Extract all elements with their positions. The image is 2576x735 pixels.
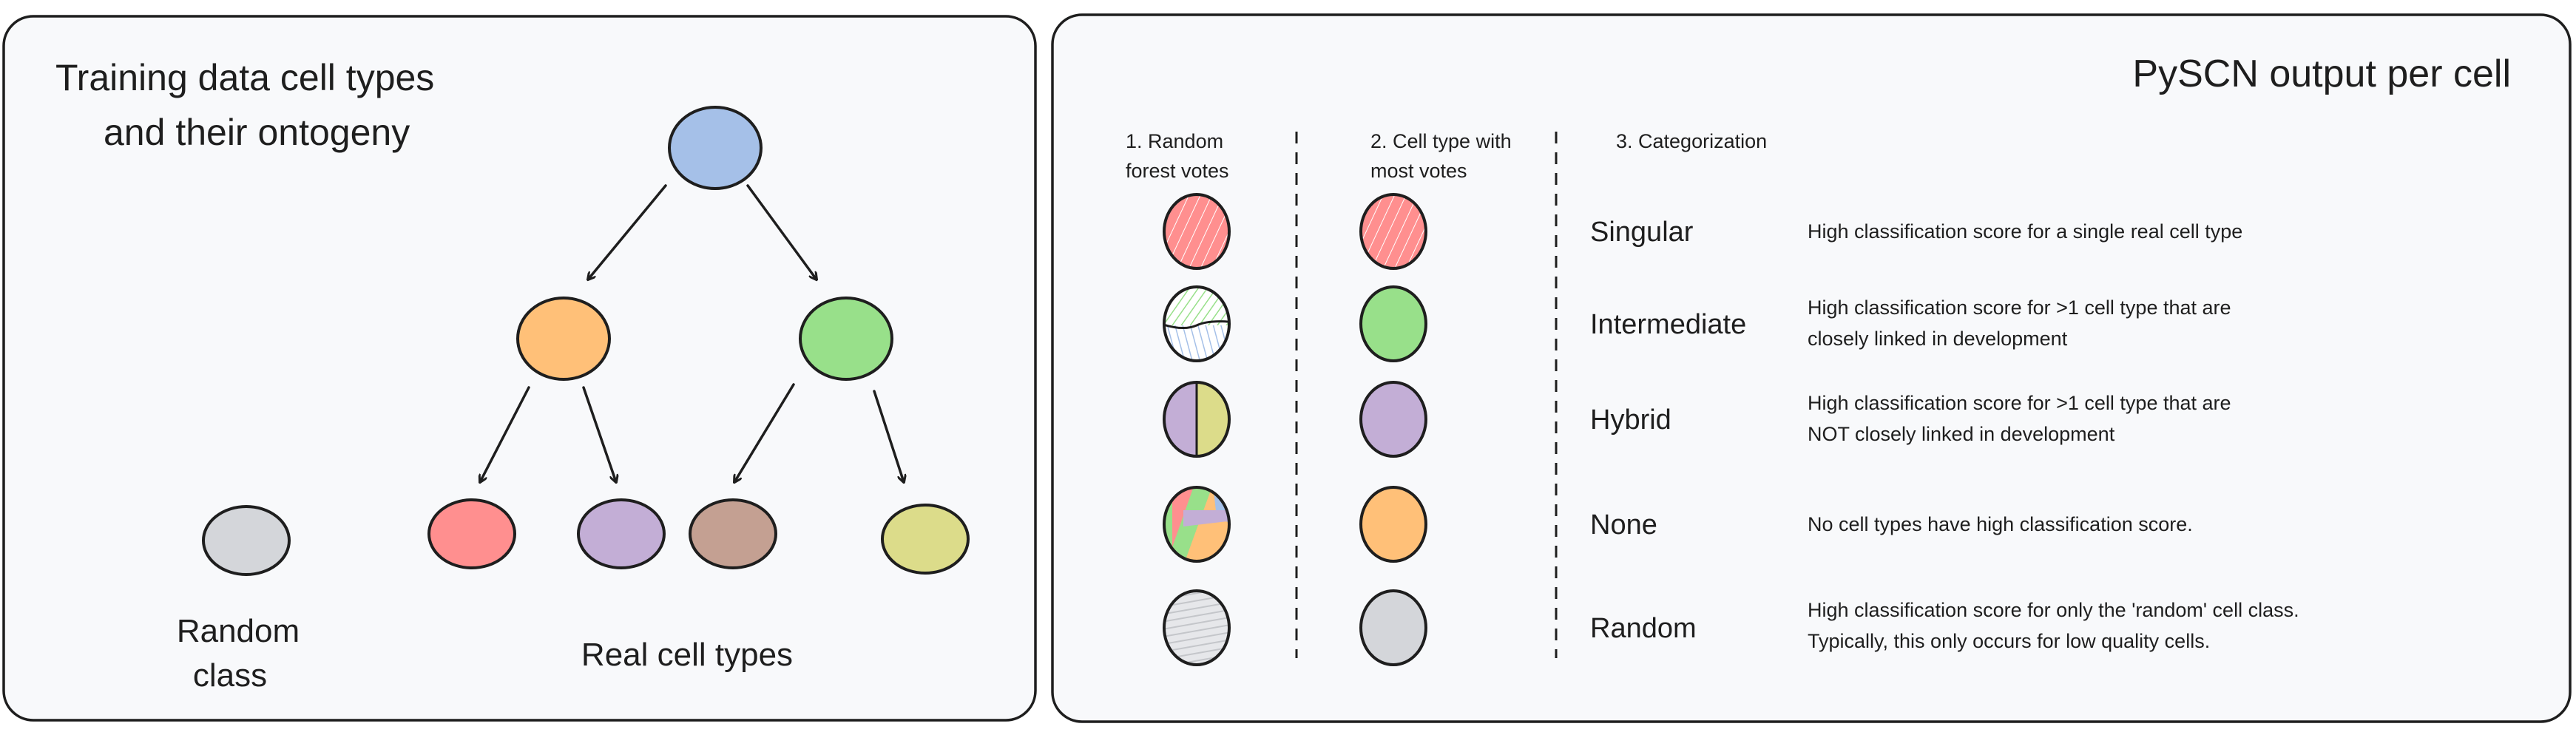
votes-cell-outline [1163,285,1231,362]
cell-orange [516,297,611,381]
result-cell-orange [1359,486,1427,563]
category-label: Random [1590,613,1697,644]
category-description-line2: Typically, this only occurs for low qual… [1808,630,2210,652]
col2-header-line2: most votes [1370,160,1467,182]
row-hybrid: Hybrid High classification score for >1 … [1163,381,2231,458]
root-cell-blue [668,106,763,190]
random-class-label-line2: class [193,657,267,694]
real-cell-types-label: Real cell types [581,637,793,673]
panel-frame [1051,13,2572,723]
category-description-line1: High classification score for >1 cell ty… [1808,297,2231,319]
arrow-orange-to-red [480,386,530,482]
category-label: Singular [1590,217,1694,248]
arrow-root-to-green [746,184,817,280]
cell-red [427,498,516,569]
cell-brown [689,498,777,569]
cell-yellow [881,504,970,575]
arrow-root-to-orange [588,184,667,280]
cell-purple [577,498,666,569]
pyscn-output-panel: PySCN output per cell 1. Random forest v… [1051,13,2572,723]
votes-cell-random [1163,589,1231,666]
panel-title-line2: and their ontogeny [104,112,410,153]
category-description-line1: High classification score for >1 cell ty… [1808,392,2231,414]
col2-header-line1: 2. Cell type with [1370,130,1512,152]
col3-header: 3. Categorization [1616,130,1767,152]
result-cell-red [1359,193,1427,270]
panel-title: PySCN output per cell [2132,52,2511,95]
category-description-line1: High classification score for only the '… [1808,599,2299,621]
votes-cell-outline [1163,486,1231,563]
votes-cell-singular [1163,193,1231,270]
category-description: High classification score for a single r… [1808,220,2242,243]
col1-header-line1: 1. Random [1126,130,1223,152]
panel-title-line1: Training data cell types [55,57,434,98]
ontogeny-tree [202,106,970,576]
cell-green [799,297,893,381]
result-cell-green [1359,285,1427,362]
category-label: Hybrid [1590,404,1671,436]
row-singular: Singular High classification score for a… [1163,193,2242,270]
category-description: No cell types have high classification s… [1808,513,2193,535]
row-random: Random High classification score for onl… [1163,589,2299,666]
votes-cell-outline [1163,381,1231,458]
category-label: Intermediate [1590,309,1746,340]
category-label: None [1590,509,1657,541]
category-description-line2: NOT closely linked in development [1808,423,2115,445]
arrow-green-to-yellow [873,390,904,482]
arrow-orange-to-purple [582,386,616,482]
result-cell-gray [1359,589,1427,666]
training-data-panel: Training data cell types and their ontog… [2,15,1037,722]
result-cell-purple [1359,381,1427,458]
random-class-label-line1: Random [177,613,300,649]
row-intermediate: Intermediate High classification score f… [1163,285,2231,362]
category-description-line2: closely linked in development [1808,328,2068,350]
cell-random-gray [202,505,291,576]
col1-header-line2: forest votes [1126,160,1229,182]
row-none: None No cell types have high classificat… [1163,486,2193,563]
arrow-green-to-brown [734,383,795,482]
